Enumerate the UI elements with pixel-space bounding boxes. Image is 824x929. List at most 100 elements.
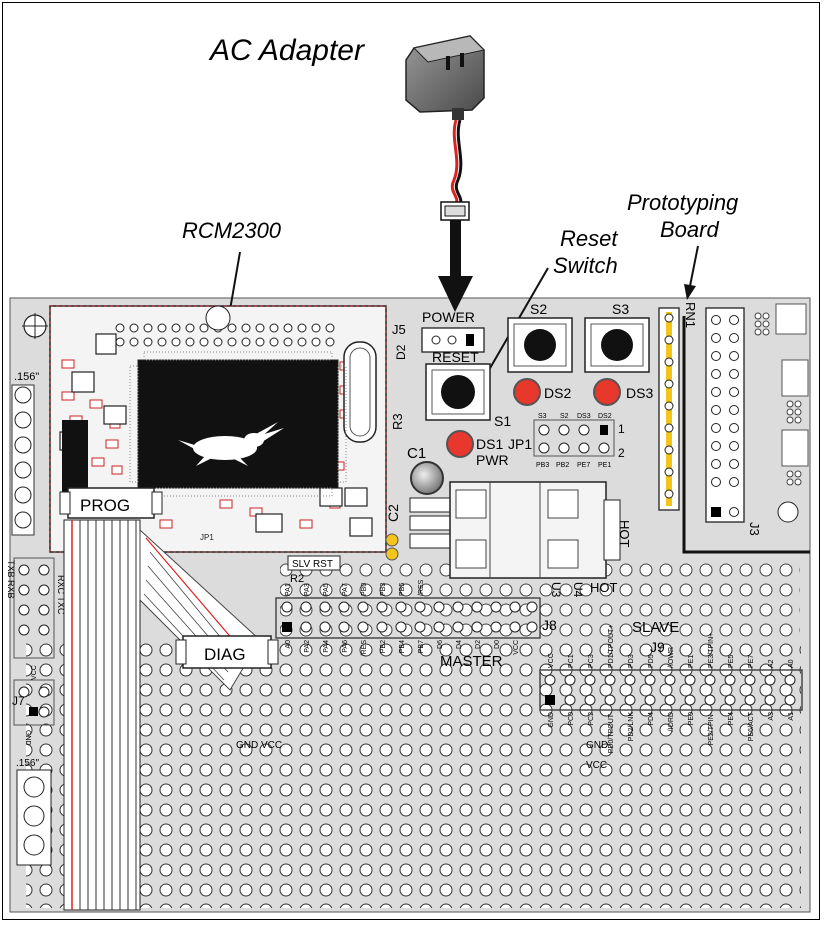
ds3-label: DS3 <box>626 385 653 401</box>
txb-rxb-label: TXB RXB <box>6 560 16 599</box>
j8-top-pin-label-7: /RES <box>418 579 425 596</box>
slv-rst-label: SLV RST <box>292 559 333 570</box>
pwr-label: PWR <box>476 452 509 468</box>
u3-label: U3 <box>549 582 563 598</box>
j8-bottom-pin-label-9: D4 <box>456 640 463 649</box>
size-156-label-bottom: .156" <box>16 758 39 769</box>
j9-top-pin-label-2: PC3 <box>588 654 595 668</box>
right-small-pads <box>754 303 809 486</box>
power-cord <box>440 119 470 221</box>
j9-bottom-pin-label-10: PE6/ACT <box>748 711 755 741</box>
proto-board-label-2: Board <box>660 217 719 242</box>
j9-bottom-pin-label-12: A1 <box>788 712 795 721</box>
j9-top-pin-label-1: PC1 <box>568 654 575 668</box>
j9-bottom-pin-label-2: PC2 <box>588 712 595 726</box>
module-jp1-label: JP1 <box>200 533 214 542</box>
power-jack-j5: POWER J5 D2 <box>392 309 485 360</box>
j7-vcc-label: VCC <box>31 665 38 680</box>
j9-top-pin-label-11: A2 <box>768 659 775 668</box>
left-power-connector: .156" <box>11 371 39 536</box>
j8-bottom-pin-label-3: PA6 <box>342 640 349 653</box>
module-crystal <box>343 341 377 443</box>
slave-label: SLAVE <box>632 619 679 636</box>
c2-label: C2 <box>385 504 401 522</box>
j9-bottom-pin-label-1: PC0 <box>568 712 575 726</box>
jp1-s3: S3 <box>538 413 547 420</box>
reset-label: RESET <box>432 349 479 365</box>
gnd-vcc-label: GND VCC <box>236 740 282 751</box>
j8-bottom-pin-label-10: D2 <box>475 640 482 649</box>
j7-label: J7 <box>12 694 25 708</box>
j8-top-pin-label-5: PB3 <box>380 583 387 596</box>
j8-bottom-pin-label-12: VCC <box>513 640 520 655</box>
rcm2300-module: JP1 <box>49 305 387 553</box>
j8-bottom-pin-label-2: PA4 <box>323 640 330 653</box>
u4-label: U4 <box>571 582 585 598</box>
j8-label: J8 <box>542 617 557 633</box>
ac-adapter-label: AC Adapter <box>208 34 365 67</box>
j3-header: J3 <box>705 307 762 536</box>
j8-bottom-pin-label-0: A0 <box>285 640 292 649</box>
proto-leader <box>689 245 699 287</box>
j9-top-pin-label-4: PD3 <box>628 654 635 668</box>
j9-bottom-pin-label-9: PE4 <box>728 712 735 725</box>
led-ds1: DS1 PWR <box>446 430 509 468</box>
j8-bottom-pin-label-1: PA2 <box>304 640 311 653</box>
slave-reset: SLV RST R2 <box>287 555 341 585</box>
j8-top-pin-label-2: PA5 <box>323 583 330 596</box>
j8-top-pin-label-1: PA3 <box>304 583 311 596</box>
jp1-label: JP1 <box>508 436 532 452</box>
j8-bottom-pin-label-7: PB7 <box>418 640 425 653</box>
s1-label: S1 <box>494 413 511 429</box>
prototyping-area-border <box>682 316 810 554</box>
j9-bottom-pin-label-0: GND <box>548 712 555 728</box>
j9-label: J9 <box>650 639 665 655</box>
jp1-ds3: DS3 <box>577 413 591 420</box>
jp1-pe7: PE7 <box>577 462 590 469</box>
j5-label: J5 <box>392 322 406 337</box>
prog-connector-label: PROG <box>80 496 130 515</box>
j9-top-pin-label-7: PE1 <box>688 655 695 668</box>
ds1-label: DS1 <box>476 436 503 452</box>
hot-label-1: HOT <box>617 520 632 548</box>
vcc-label-j9: VCC <box>586 760 607 771</box>
j9-top-pin-label-3: PD1/TPOUT+ <box>608 625 615 668</box>
diag-connector-label: DIAG <box>204 645 246 664</box>
proto-board-label-1: Prototyping <box>627 190 739 215</box>
j8-top-pin-label-0: PA1 <box>285 583 292 596</box>
s2-label: S2 <box>530 301 547 317</box>
voltage-regulators: HOT HOT U3 U4 C2 <box>385 481 632 598</box>
size-156-label-top: .156" <box>14 371 39 383</box>
master-label: MASTER <box>440 653 503 670</box>
j9-bottom-pin-label-6: /IORD <box>668 712 675 731</box>
rabbit-logo <box>178 422 284 466</box>
rcm2300-label: RCM2300 <box>182 218 282 243</box>
capacitor-c1: C1 <box>407 445 444 495</box>
d2-label: D2 <box>394 344 408 360</box>
j8-top-pin-label-4: PB0 <box>361 583 368 596</box>
ds2-label: DS2 <box>544 385 571 401</box>
r2-label: R2 <box>290 573 304 585</box>
ac-adapter <box>405 35 486 120</box>
jp1-pb2: PB2 <box>556 462 569 469</box>
jp1-ds2: DS2 <box>598 413 612 420</box>
power-label: POWER <box>422 309 475 325</box>
j8-bottom-pin-label-5: PB2 <box>380 640 387 653</box>
j8-bottom-pin-label-8: D6 <box>437 640 444 649</box>
j9-bottom-pin-label-4: PD2/LNK <box>628 712 635 742</box>
j9-top-pin-label-0: VCC <box>548 653 555 668</box>
jp1-pb3: PB3 <box>536 462 549 469</box>
reset-switch-label-2: Switch <box>553 253 618 278</box>
led-ds3: DS3 <box>593 378 653 406</box>
j7-gnd-label: GND <box>24 730 31 746</box>
j9-bottom-pin-label-3: PD0/TPOUT- <box>608 711 615 753</box>
gnd-label-j9: GND <box>586 740 608 751</box>
rabbit-processor-chip <box>137 359 339 489</box>
j3-label: J3 <box>747 522 762 536</box>
